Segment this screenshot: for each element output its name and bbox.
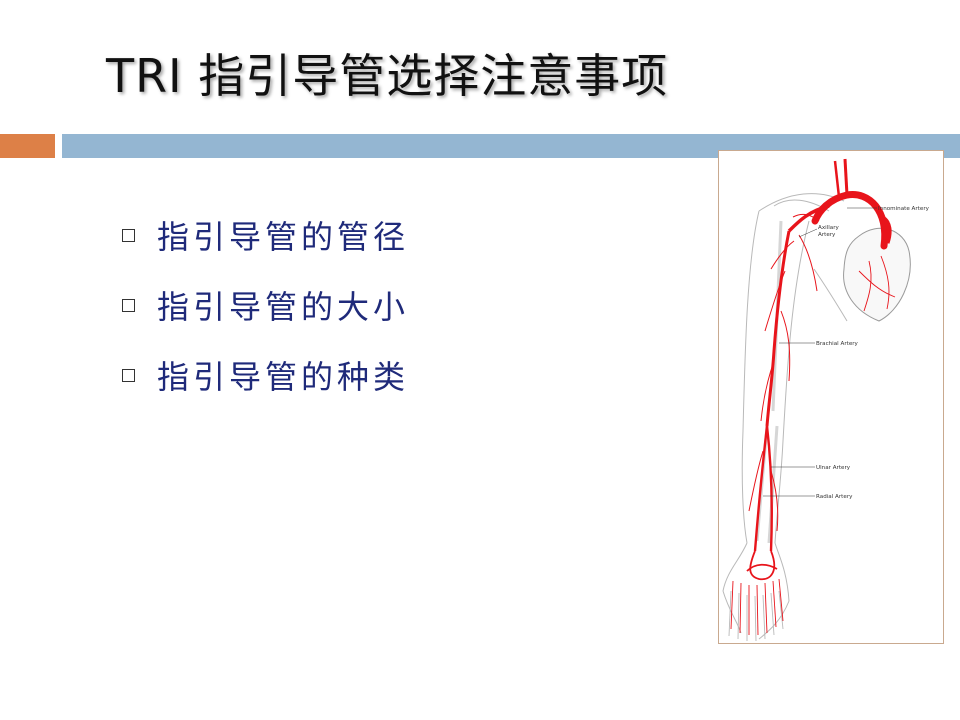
bullet-item: 指引导管的种类 (122, 340, 409, 410)
label-brachial-artery: Brachial Artery (816, 341, 859, 347)
arm-artery-illustration: Innominate Artery Axillary Artery Brachi… (718, 150, 944, 644)
accent-bar-orange (0, 134, 55, 158)
bullet-item: 指引导管的管径 (122, 200, 409, 270)
bullet-item: 指引导管的大小 (122, 270, 409, 340)
slide-title: TRI 指引导管选择注意事项 (106, 49, 669, 103)
label-radial-artery: Radial Artery (816, 494, 853, 500)
label-ulnar-artery: Ulnar Artery (816, 465, 851, 471)
arm-artery-svg: Innominate Artery Axillary Artery Brachi… (722, 158, 930, 642)
bullet-text: 指引导管的管径 (157, 218, 410, 256)
square-bullet-icon (122, 368, 135, 382)
bullet-list: 指引导管的管径 指引导管的大小 指引导管的种类 (122, 200, 409, 410)
square-bullet-icon (122, 298, 135, 312)
label-axillary-artery-line2: Artery (818, 232, 836, 238)
label-innominate-artery: Innominate Artery (878, 206, 930, 212)
label-axillary-artery-line1: Axillary (818, 225, 840, 231)
bullet-text: 指引导管的大小 (157, 288, 410, 326)
bullet-text: 指引导管的种类 (157, 358, 410, 396)
square-bullet-icon (122, 228, 135, 242)
